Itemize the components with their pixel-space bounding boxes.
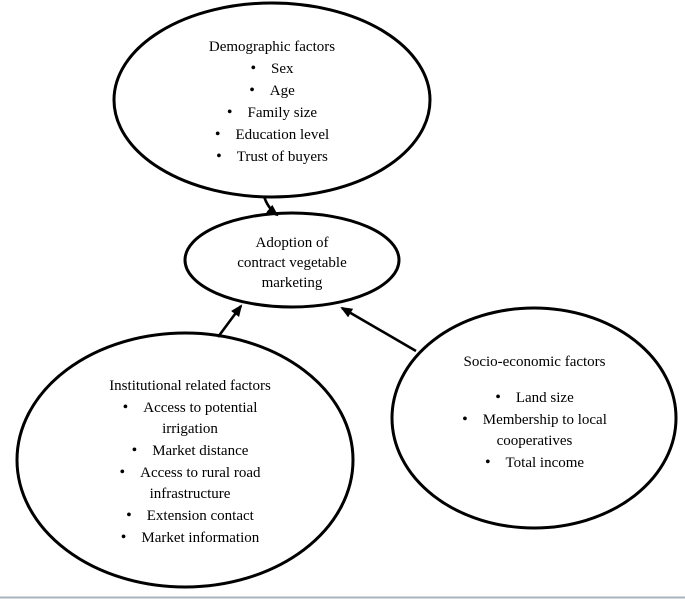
item-wrap-line: cooperatives — [496, 433, 573, 449]
node-title: Demographic factors — [208, 39, 336, 55]
bullet-item-label: Membership to local — [482, 412, 607, 428]
node-title: Institutional related factors — [109, 378, 271, 394]
bullet-icon: • — [214, 126, 221, 143]
bullet-icon: • — [484, 454, 491, 471]
adoption-ellipse — [183, 211, 401, 309]
item-wrap-line: irrigation — [162, 421, 218, 437]
bullet-item: • Family size — [132, 102, 412, 124]
socioeconomic-ellipse — [390, 306, 678, 530]
item-wrap-line: infrastructure — [149, 486, 231, 502]
adoption-line: contract vegetable — [237, 255, 347, 271]
bullet-icon: • — [131, 442, 138, 459]
bullet-icon: • — [226, 104, 233, 121]
demographic-factors-node: Demographic factors • Sex • Age • Family si… — [132, 37, 412, 168]
bullet-item: • Extension contact — [35, 505, 345, 527]
bullet-icon: • — [495, 389, 501, 406]
bullet-item-label: Access to rural road — [140, 465, 261, 481]
socioeconomic-factors-node: Socio-economic factors • Land size • Membe… — [394, 352, 675, 474]
arrow-demographic-to-adoption — [262, 195, 279, 217]
bullet-item: • Trust of buyers — [132, 146, 412, 168]
bullet-item-label: Trust of buyers — [236, 149, 328, 165]
bullet-item: • Education level — [132, 124, 412, 146]
node-title: Socio-economic factors — [463, 354, 606, 370]
bullet-icon: • — [120, 529, 127, 546]
bullet-item-label: Education level — [235, 127, 330, 143]
bullet-icon: • — [122, 399, 129, 416]
bullet-item: • Membership to local — [394, 409, 675, 431]
bullet-icon: • — [249, 82, 255, 99]
bullet-icon: • — [216, 148, 222, 165]
adoption-node: Adoption of contract vegetable marketing — [192, 233, 392, 293]
bullet-item-label: Market distance — [152, 443, 249, 459]
bullet-icon: • — [119, 464, 126, 481]
bullet-item-label: Sex — [271, 61, 294, 77]
bullet-item-label: Market information — [141, 530, 260, 546]
bullet-item: • Access to potential — [35, 397, 345, 419]
bullet-item: • Age — [132, 80, 412, 102]
bullet-item-label: Access to potential — [143, 400, 258, 416]
arrow-socioeconomic-to-adoption — [340, 306, 417, 353]
bullet-item-label: Land size — [515, 390, 574, 406]
institutional-ellipse — [15, 331, 355, 589]
bullet-icon: • — [126, 507, 132, 524]
bullet-item: • Total income — [394, 452, 675, 474]
bullet-item-label: Extension contact — [146, 508, 254, 524]
bullet-item: • Market information — [35, 527, 345, 549]
bullet-icon: • — [462, 411, 468, 428]
bullet-item: • Market distance — [35, 440, 345, 462]
adoption-line: marketing — [261, 275, 323, 291]
bullet-item: • Sex — [132, 58, 412, 80]
adoption-line: Adoption of — [255, 235, 329, 251]
bullet-item-label: Total income — [505, 455, 585, 471]
bullet-item-label: Family size — [247, 105, 318, 121]
arrow-institutional-to-adoption — [216, 304, 243, 338]
institutional-factors-node: Institutional related factors •Access to… — [35, 376, 345, 549]
bullet-item-label: Age — [269, 83, 295, 99]
bullet-icon: • — [250, 60, 257, 77]
bullet-item: • Access to rural road — [35, 462, 345, 484]
demographic-ellipse — [112, 1, 432, 199]
bullet-item: • Land size — [394, 387, 675, 409]
